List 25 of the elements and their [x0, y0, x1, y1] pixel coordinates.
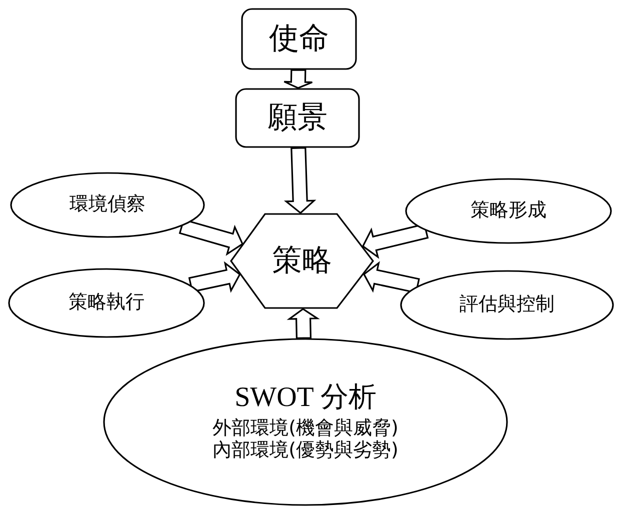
- block-arrow: [178, 218, 244, 256]
- node-heading: SWOT 分析: [234, 382, 376, 414]
- ellipse-node: [400, 270, 614, 340]
- node-label: 使命: [269, 22, 329, 56]
- node-label: 策略: [272, 244, 332, 278]
- block-arrow: [286, 308, 320, 340]
- node-label: 策略形成: [470, 200, 546, 222]
- block-arrow: [362, 261, 420, 294]
- block-arrow: [362, 223, 429, 259]
- node-label: 外部環境(機會與威脅): [212, 418, 398, 440]
- block-arrow: [284, 146, 316, 214]
- node-label: 願景: [268, 100, 328, 136]
- node-label: 環境偵察: [70, 194, 146, 216]
- block-arrow: [283, 69, 313, 89]
- node-label: 策略執行: [68, 292, 144, 314]
- hexagon-node: [230, 213, 374, 309]
- ellipse-node: [103, 338, 508, 506]
- process-box: [235, 88, 360, 148]
- ellipse-node: [8, 268, 205, 338]
- process-box: [241, 8, 357, 70]
- block-arrow: [188, 261, 241, 293]
- ellipse-node: [10, 172, 205, 238]
- node-label: 評估與控制: [460, 294, 554, 316]
- ellipse-node: [405, 178, 612, 244]
- node-label: 內部環境(優勢與劣勢): [212, 440, 398, 462]
